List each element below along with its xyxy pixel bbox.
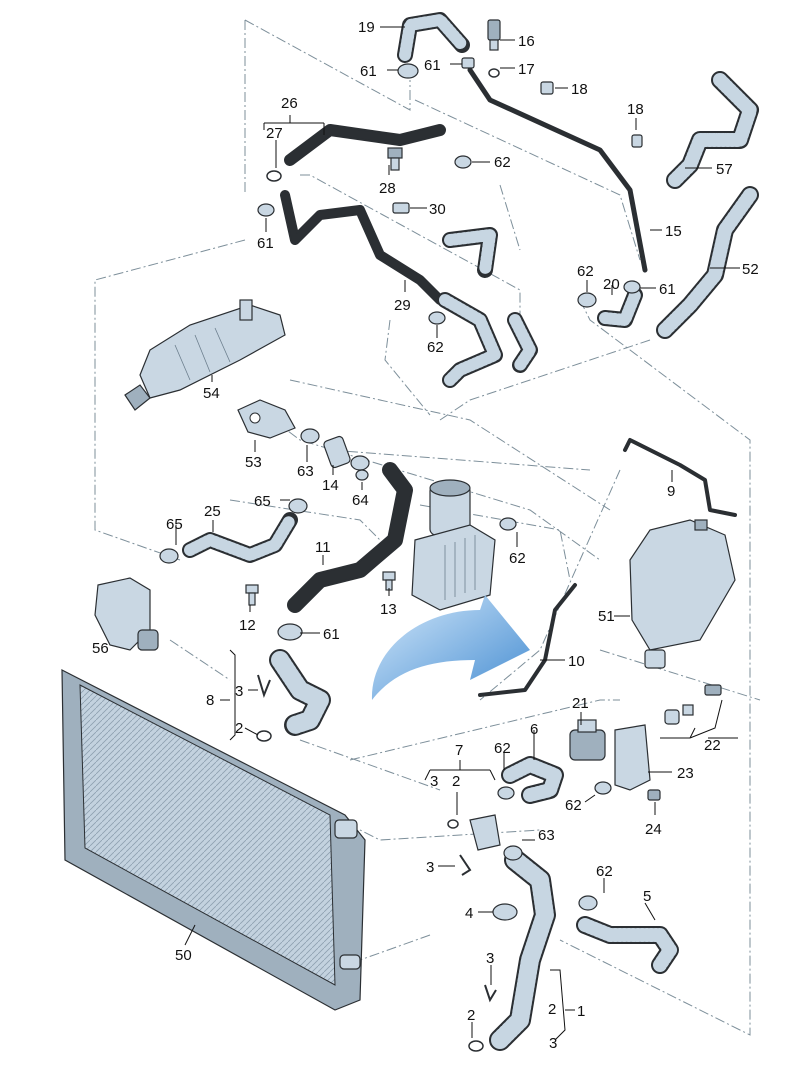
callout-65: 65 — [254, 493, 271, 510]
flow-direction-arrow-icon — [371, 595, 530, 700]
callout-9: 9 — [667, 483, 675, 500]
assembly-guide-lines — [94, 19, 761, 1036]
callout-7: 7 — [455, 742, 463, 759]
callout-25: 25 — [204, 503, 221, 520]
callout-3: 3 — [430, 773, 438, 790]
callout-63: 63 — [297, 463, 314, 480]
callout-3: 3 — [235, 683, 243, 700]
callout-61: 61 — [360, 63, 377, 80]
callout-22: 22 — [704, 737, 721, 754]
callout-2: 2 — [548, 1001, 556, 1018]
callout-2: 2 — [452, 773, 460, 790]
callout-63: 63 — [538, 827, 555, 844]
callout-62: 62 — [596, 863, 613, 880]
callout-24: 24 — [645, 821, 662, 838]
callout-3: 3 — [549, 1035, 557, 1052]
callout-61: 61 — [424, 57, 441, 74]
callout-65: 65 — [166, 516, 183, 533]
callout-62: 62 — [565, 797, 582, 814]
callout-17: 17 — [518, 61, 535, 78]
callout-15: 15 — [665, 223, 682, 240]
callout-26: 26 — [281, 95, 298, 112]
callout-14: 14 — [322, 477, 339, 494]
callout-1: 1 — [577, 1003, 585, 1020]
callout-62: 62 — [494, 740, 511, 757]
callout-62: 62 — [577, 263, 594, 280]
callout-21: 21 — [572, 695, 589, 712]
callout-18: 18 — [571, 81, 588, 98]
callout-62: 62 — [494, 154, 511, 171]
callout-52: 52 — [742, 261, 759, 278]
callout-8: 8 — [206, 692, 214, 709]
callout-57: 57 — [716, 161, 733, 178]
callout-53: 53 — [245, 454, 262, 471]
components — [61, 19, 736, 1052]
callout-4: 4 — [465, 905, 473, 922]
callout-28: 28 — [379, 180, 396, 197]
callout-2: 2 — [235, 720, 243, 737]
callout-27: 27 — [266, 125, 283, 142]
callout-62: 62 — [427, 339, 444, 356]
callout-64: 64 — [352, 492, 369, 509]
callout-30: 30 — [429, 201, 446, 218]
callout-11: 11 — [315, 539, 331, 556]
callout-54: 54 — [203, 385, 220, 402]
callout-19: 19 — [358, 19, 375, 36]
callout-12: 12 — [239, 617, 256, 634]
callout-61: 61 — [257, 235, 274, 252]
callout-61: 61 — [323, 626, 340, 643]
callout-10: 10 — [568, 653, 585, 670]
callout-13: 13 — [380, 601, 397, 618]
callout-62: 62 — [509, 550, 526, 567]
callout-2: 2 — [467, 1007, 475, 1024]
leader-lines — [175, 26, 740, 1041]
callout-23: 23 — [677, 765, 694, 782]
callout-labels: 19 16 61 61 17 18 26 18 27 62 57 28 30 1… — [92, 19, 759, 1052]
callout-18: 18 — [627, 101, 644, 118]
callout-6: 6 — [530, 721, 538, 738]
callout-3: 3 — [486, 950, 494, 967]
callout-56: 56 — [92, 640, 109, 657]
callout-5: 5 — [643, 888, 651, 905]
callout-51: 51 — [598, 608, 615, 625]
callout-29: 29 — [394, 297, 411, 314]
callout-20: 20 — [603, 276, 620, 293]
callout-16: 16 — [518, 33, 535, 50]
callout-3: 3 — [426, 859, 434, 876]
callout-61: 61 — [659, 281, 676, 298]
callout-50: 50 — [175, 947, 192, 964]
